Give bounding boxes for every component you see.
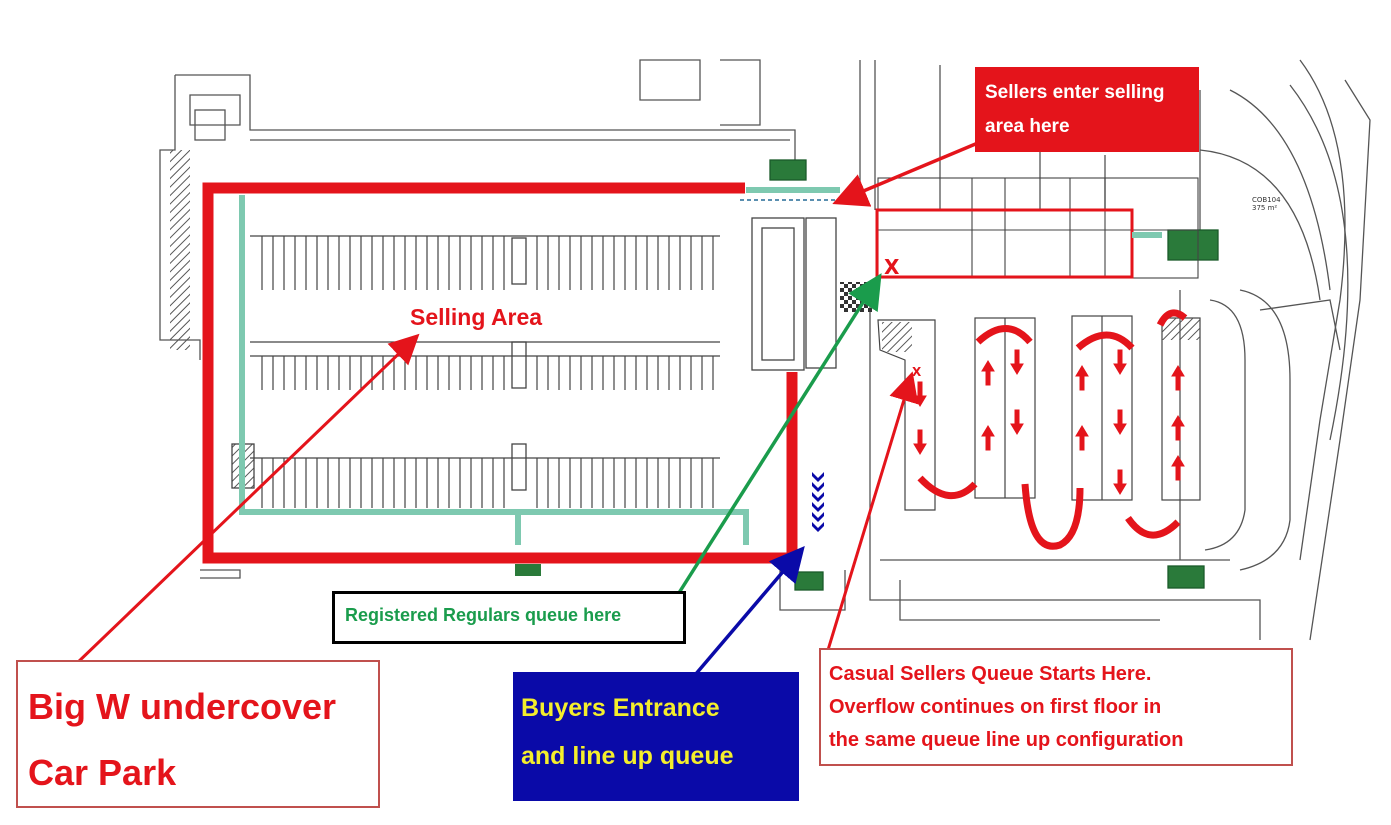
buyers-entrance-line-2: and line up queue (521, 742, 734, 770)
queue-up-arrow (1171, 415, 1185, 441)
queue-direction-arrows (913, 349, 1185, 495)
queue-chevron (812, 482, 824, 492)
queue-down-arrow (913, 429, 927, 455)
big-w-line-2: Car Park (28, 752, 177, 793)
casual-sellers-line-2: Overflow continues on first floor in (829, 696, 1162, 718)
core-structures (170, 150, 1219, 591)
parking-stalls (250, 235, 720, 508)
queue-up-arrow (981, 425, 995, 451)
queue-up-arrow (1171, 365, 1185, 391)
queue-chevron (812, 492, 824, 502)
plan-area: 375 m² (1252, 204, 1277, 212)
queue-down-arrow (1113, 409, 1127, 435)
queue-chevron (812, 522, 824, 532)
selling-area-boundary (202, 182, 798, 564)
sellers-enter-callout: Sellers enter selling area here (975, 67, 1199, 152)
queue-up-arrow (1075, 365, 1089, 391)
building-outline (159, 59, 1371, 641)
selling-area-label: Selling Area (410, 304, 543, 330)
seller-entry-zone (875, 208, 1134, 279)
queue-down-arrow (1113, 469, 1127, 495)
buyers-arrow (693, 546, 805, 677)
plan-code: COB104 (1252, 196, 1281, 204)
queue-up-arrow (1075, 425, 1089, 451)
upper-right-stalls (877, 177, 1199, 279)
big-w-line-1: Big W undercover (28, 686, 337, 727)
big-w-arrow (73, 333, 420, 667)
sellers-enter-arrow (832, 138, 986, 207)
queue-chevron (812, 512, 824, 522)
queue-down-arrow (913, 381, 927, 407)
queue-islands (877, 315, 1201, 511)
big-w-callout: Big W undercover Car Park (16, 660, 380, 808)
x-mark-upper: X (884, 255, 900, 279)
casual-sellers-arrow (826, 371, 919, 651)
buyers-entrance-line-1: Buyers Entrance (521, 694, 720, 722)
queue-up-arrow (981, 360, 995, 386)
queue-chevron (812, 502, 824, 512)
registered-regulars-callout: Registered Regulars queue here (332, 591, 686, 644)
sellers-enter-line-2: area here (985, 116, 1070, 137)
casual-sellers-line-3: the same queue line up configuration (829, 729, 1184, 751)
casual-sellers-line-1: Casual Sellers Queue Starts Here. (829, 663, 1152, 685)
x-mark-lower: X (912, 365, 922, 379)
seller-entry-zone-teal-link (1132, 232, 1162, 238)
queue-down-arrow (1113, 349, 1127, 375)
queue-uturn-arrows (917, 309, 1188, 550)
sellers-enter-line-1: Sellers enter selling (985, 82, 1165, 103)
queue-chevron (812, 472, 824, 482)
buyers-entrance-callout: Buyers Entrance and line up queue (513, 672, 799, 801)
regulars-arrow (675, 273, 882, 597)
casual-sellers-callout: Casual Sellers Queue Starts Here. Overfl… (819, 648, 1293, 766)
selling-area-aisle (239, 187, 840, 545)
buyers-queue-chevrons (812, 472, 824, 532)
queue-up-arrow (1171, 455, 1185, 481)
queue-down-arrow (1010, 349, 1024, 375)
queue-down-arrow (1010, 409, 1024, 435)
